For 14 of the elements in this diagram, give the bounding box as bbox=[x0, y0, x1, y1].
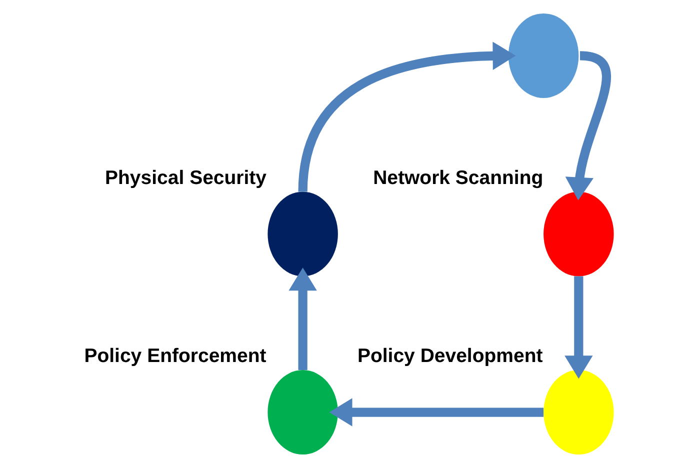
node-label: Network Scanning bbox=[372, 166, 543, 189]
node-label: Policy Development bbox=[356, 345, 542, 368]
arrow bbox=[288, 268, 316, 370]
node-label: Physical Security bbox=[104, 166, 266, 189]
arrow bbox=[564, 51, 610, 200]
node-circle bbox=[508, 13, 578, 98]
node-label: Policy Enforcement bbox=[84, 345, 266, 368]
arrow bbox=[328, 398, 544, 426]
node-circle bbox=[267, 370, 338, 455]
arrow bbox=[564, 276, 592, 379]
node-circle bbox=[543, 192, 614, 276]
node-circle bbox=[543, 370, 614, 455]
node-circle bbox=[267, 192, 338, 276]
arrow bbox=[298, 42, 516, 192]
